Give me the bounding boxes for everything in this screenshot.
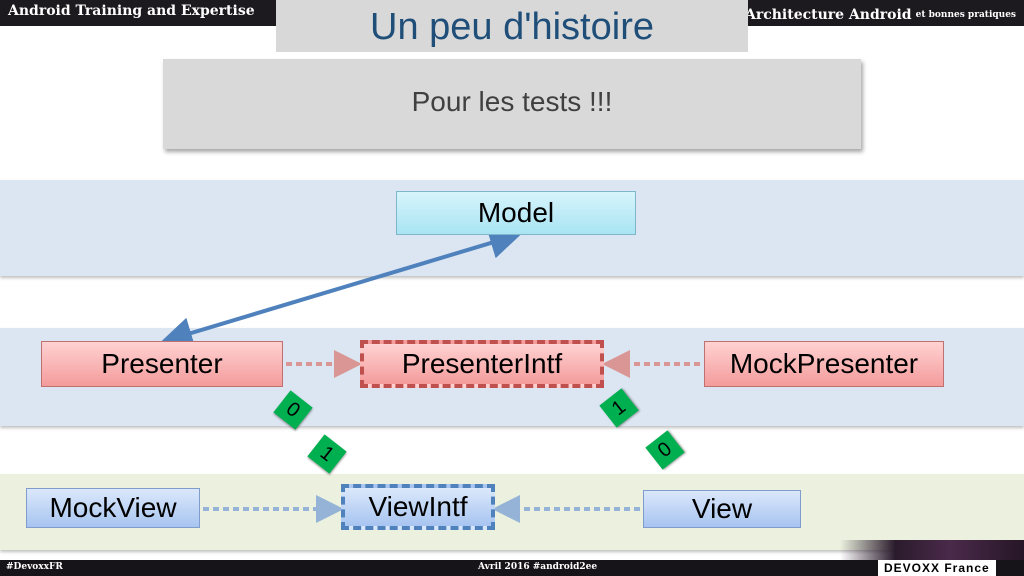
presenter-box: Presenter [41, 341, 283, 387]
presenter-intf-box: PresenterIntf [360, 340, 604, 388]
view-intf-box: ViewIntf [341, 484, 495, 530]
mock-view-box: MockView [26, 488, 200, 528]
title-background [276, 0, 748, 52]
header-right-subtitle: et bonnes pratiques [915, 10, 1016, 20]
presenter-model-arrow [160, 227, 522, 349]
mock-presenter-box: MockPresenter [704, 341, 944, 387]
crowd-photo-strip [840, 540, 1024, 560]
header-left-title: Android Training and Expertise [8, 3, 255, 19]
slide-title: Un peu d'histoire [370, 6, 654, 48]
footer-hashtag: #DevoxxFR [6, 562, 63, 572]
model-box: Model [396, 191, 636, 235]
header-right-title: Architecture Android [744, 7, 912, 23]
view-box: View [643, 490, 801, 528]
footer-bar [0, 560, 1024, 576]
slide-subtitle: Pour les tests !!! [411, 86, 613, 117]
footer-date: Avril 2016 #android2ee [478, 562, 598, 572]
subtitle-box [163, 59, 861, 149]
devoxx-logo: DEVOXX France [878, 560, 996, 576]
